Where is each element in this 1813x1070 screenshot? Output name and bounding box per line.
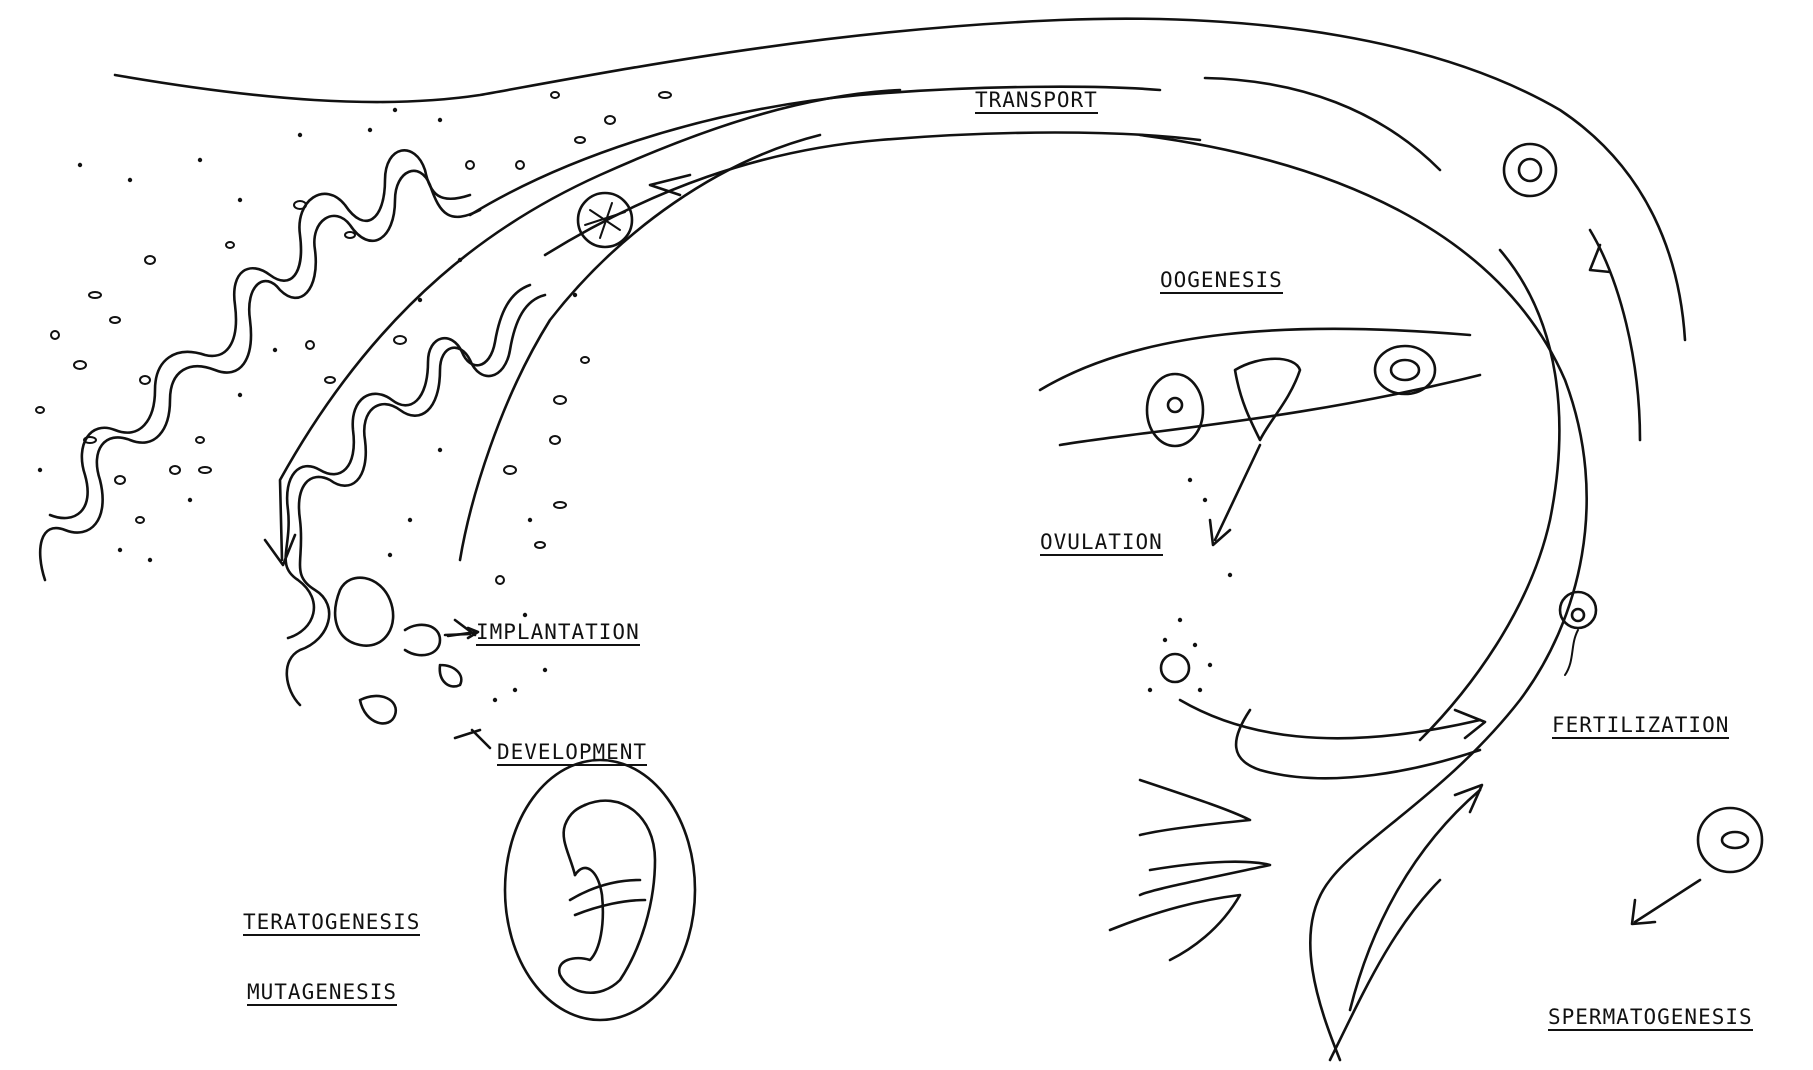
speck (438, 448, 442, 452)
label-mutagenesis: MUTAGENESIS (247, 980, 397, 1006)
speck (523, 613, 527, 617)
endometrial-cell (136, 517, 144, 523)
endometrial-cell (110, 317, 120, 323)
endometrial-cell (516, 161, 524, 169)
endometrial-cell (554, 502, 566, 508)
endometrial-cell (554, 396, 566, 404)
speck (148, 558, 152, 562)
sperm-cell (1698, 808, 1762, 872)
speck (1228, 573, 1232, 577)
endometrial-cell (504, 466, 516, 474)
label-implantation: IMPLANTATION (476, 620, 640, 646)
speck (543, 668, 547, 672)
spermatogenesis-arrow (1635, 880, 1700, 922)
speck (493, 698, 497, 702)
uterus-outer-wall (115, 19, 1685, 340)
endometrial-cell (145, 256, 155, 264)
speck (393, 108, 397, 112)
endometrial-cell (605, 116, 615, 124)
speck (528, 518, 532, 522)
speck (238, 393, 242, 397)
speck (573, 293, 577, 297)
label-spermatogenesis: SPERMATOGENESIS (1548, 1005, 1753, 1031)
speck (118, 548, 122, 552)
label-ovulation: OVULATION (1040, 530, 1163, 556)
speck (388, 553, 392, 557)
endometrial-cell (325, 377, 335, 383)
label-oogenesis: OOGENESIS (1160, 268, 1283, 294)
development-arrow (472, 730, 490, 748)
speck (1148, 688, 1152, 692)
endometrial-cell (36, 407, 44, 413)
follicle-rupture (1235, 359, 1300, 440)
speck (408, 518, 412, 522)
speck (1193, 643, 1197, 647)
speck (438, 118, 442, 122)
transport-arrow (280, 90, 900, 560)
endometrial-cell (394, 336, 406, 344)
speck (513, 688, 517, 692)
endometrial-cells (36, 92, 671, 584)
speck (238, 198, 242, 202)
speck (38, 468, 42, 472)
speck (458, 258, 462, 262)
label-teratogenesis: TERATOGENESIS (243, 910, 420, 936)
endometrial-cell (496, 576, 504, 584)
oviduct-inner-wall (545, 133, 1200, 256)
speck (78, 163, 82, 167)
endometrial-cell (74, 361, 86, 369)
ovum-tube (1504, 144, 1556, 196)
endometrial-cell (535, 542, 545, 548)
endometrial-cell (659, 92, 671, 98)
endometrial-cell (170, 466, 180, 474)
endometrial-cell (550, 436, 560, 444)
ovulation-arrow (1215, 445, 1260, 540)
endometrial-cell (575, 137, 585, 143)
ovary-lower (1060, 375, 1480, 445)
label-fertilization: FERTILIZATION (1552, 713, 1729, 739)
endometrial-cell (306, 341, 314, 349)
speck (1188, 478, 1192, 482)
speck (1163, 638, 1167, 642)
endometrial-cell (551, 92, 559, 98)
endometrial-cell (581, 357, 589, 363)
speck (188, 498, 192, 502)
endometrial-cell (466, 161, 474, 169)
label-transport: TRANSPORT (975, 88, 1098, 114)
endometrial-cell (115, 476, 125, 484)
endometrial-cell (89, 292, 101, 298)
speck (273, 348, 277, 352)
sperm-ascent-arrow (1350, 790, 1480, 1010)
endometrial-cell (226, 242, 234, 248)
endometrial-cell (345, 232, 355, 238)
ovum-released (1161, 654, 1189, 682)
speck (1203, 498, 1207, 502)
speck (1208, 663, 1212, 667)
label-development: DEVELOPMENT (497, 740, 647, 766)
endometrium-folds-upper (40, 171, 480, 580)
follicle-left (1147, 374, 1203, 446)
implantation-site (335, 578, 393, 646)
endometrial-cell (196, 437, 204, 443)
speck (198, 158, 202, 162)
follicle-right (1375, 346, 1435, 394)
speck (298, 133, 302, 137)
speck (418, 298, 422, 302)
speck (1178, 618, 1182, 622)
speck (368, 128, 372, 132)
endometrial-dots (38, 108, 1232, 702)
oviduct-lower-channel (460, 135, 820, 560)
fertilization-arrow (1180, 700, 1480, 738)
endometrial-cell (51, 331, 59, 339)
endometrial-cell (199, 467, 211, 473)
endometrial-cell (140, 376, 150, 384)
speck (128, 178, 132, 182)
speck (1198, 688, 1202, 692)
